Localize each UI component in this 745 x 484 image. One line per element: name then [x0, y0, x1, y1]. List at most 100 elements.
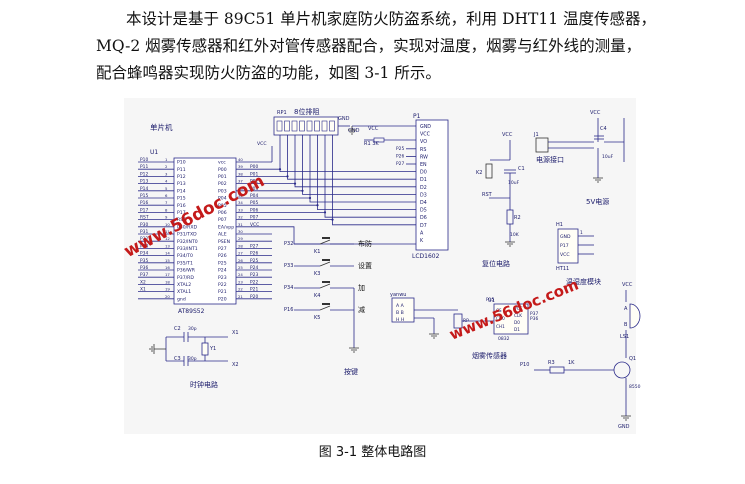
svg-text:10uF: 10uF — [602, 154, 614, 160]
mcu-pin-label: P02 — [218, 181, 227, 187]
svg-text:GND: GND — [618, 424, 630, 430]
lcd-net-label: P25 — [396, 146, 404, 152]
adc-pin-label: D1 — [514, 327, 520, 332]
lcd-net-label: P27 — [396, 161, 404, 167]
mcu-pin-number: 27 — [238, 251, 243, 256]
mcu-net-label: X2 — [140, 279, 146, 285]
key-ref: K4 — [314, 293, 320, 299]
mcu-pin-number: 21 — [238, 294, 243, 299]
svg-text:30p: 30p — [188, 356, 197, 362]
mcu-left-pins: P101P10P112P11P123P12P134P13P145P14P156P… — [138, 157, 198, 302]
mcu-net-label: P12 — [140, 171, 148, 177]
smoke-pin-label: B B — [396, 310, 404, 316]
mcu-net-label: P37 — [140, 272, 148, 278]
mcu-pin-label: P34/T0 — [177, 253, 193, 259]
mcu-net-label: P13 — [140, 179, 148, 185]
mcu-pin-label: P31/TXD — [177, 232, 197, 238]
svg-text:10K: 10K — [510, 232, 520, 238]
lcd-pin-label: VCC — [420, 132, 431, 138]
mcu-pin-label: P37/RD — [177, 275, 194, 281]
mcu-pin-number: 15 — [165, 258, 170, 263]
key-net: P34 — [284, 285, 293, 291]
mcu-pin-label: P21 — [218, 289, 227, 295]
mcu-pin-label: gnd — [177, 296, 186, 302]
mcu-pin-number: 22 — [238, 287, 243, 292]
mcu-pin-label: vcc — [218, 161, 226, 166]
dht-title: 温湿度模块 — [566, 277, 601, 286]
svg-text:LS1: LS1 — [620, 334, 629, 340]
svg-text:10uF: 10uF — [508, 180, 520, 186]
key-label: 减 — [358, 305, 365, 314]
mcu-pin-label: P16 — [177, 203, 186, 209]
dht-pin-number: 1 — [580, 230, 583, 236]
mcu-pin-number: 33 — [238, 207, 243, 212]
mcu-net-label: P20 — [250, 294, 258, 300]
lcd-pin-label: A — [420, 230, 424, 236]
mcu-net-label: P23 — [250, 272, 258, 278]
mcu-pin-number: 17 — [165, 272, 170, 277]
lcd-block: P1 GNDVCCVORSP25RWP26ENP27D0D1D2D3D4D5D6… — [338, 113, 449, 260]
respack-title: 8位排阻 — [294, 107, 319, 116]
mcu-net-label: P16 — [140, 200, 148, 206]
svg-text:P10: P10 — [520, 362, 529, 368]
svg-text:Y1: Y1 — [209, 346, 216, 352]
svg-text:30p: 30p — [188, 326, 197, 332]
svg-text:0832: 0832 — [498, 336, 510, 342]
intro-line-3: 配合蜂鸣器实现防火防盗的功能，如图 3-1 所示。 — [96, 64, 441, 82]
mcu-vcc-label: VCC — [257, 141, 267, 147]
mcu-pin-label: P14 — [177, 188, 186, 194]
intro-line-1: 本设计是基于 89C51 单片机家庭防火防盗系统，利用 DHT11 温度传感器， — [126, 10, 657, 28]
lcd-body — [415, 119, 449, 251]
svg-text:Q1: Q1 — [629, 356, 636, 362]
svg-text:B: B — [624, 322, 628, 328]
reset-title: 复位电路 — [482, 259, 510, 268]
lcd-pin-label: RW — [420, 154, 428, 160]
mcu-net-label: RST — [140, 215, 149, 221]
mcu-pin-label: P15 — [177, 196, 186, 202]
mcu-pin-number: 18 — [165, 279, 170, 284]
svg-text:yanwu: yanwu — [390, 292, 406, 298]
mcu-net-label: P33 — [140, 243, 148, 249]
mcu-pin-number: 19 — [165, 287, 170, 292]
mcu-pin-number: 34 — [238, 200, 243, 205]
mcu-pin-number: 23 — [238, 279, 243, 284]
clock-circuit: C2 30p X1 C3 30p X2 Y1 时钟电路 — [149, 326, 239, 389]
mcu-pin-label: P27 — [218, 246, 227, 252]
mcu-net-label: X1 — [140, 287, 146, 293]
mcu-pin-label: P33/INT1 — [177, 246, 198, 252]
mcu-title: 单片机 — [150, 122, 173, 132]
mcu-net-label: P22 — [250, 279, 258, 285]
adc-pin-label: CH1 — [496, 324, 505, 329]
intro-line-2: MQ-2 烟雾传感器和红外对管传感器配合，实现对温度，烟雾与红外线的测量， — [96, 37, 642, 55]
mcu-part: AT89S52 — [178, 308, 205, 315]
mcu-pin-number: 1 — [165, 157, 168, 162]
buzzer-circuit: VCC A B LS1 Q1 8550 P10 R3 1K GND — [520, 282, 641, 430]
mcu-pin-label: P13 — [177, 181, 186, 187]
power-circuit: J1 电源接口 VCC C4 10uF 5V电源 — [533, 110, 625, 206]
svg-text:K2: K2 — [476, 170, 482, 176]
smoke-sensor: yanwu A AB BH H RP U1 CSCH0CH1VCCCLKD0D1… — [390, 292, 538, 360]
key-ref: K3 — [314, 271, 320, 277]
svg-text:X2: X2 — [232, 362, 239, 368]
dht-pin-label: GND — [560, 234, 571, 240]
mcu-pin-number: 4 — [165, 179, 168, 184]
mcu-net-label: P00 — [250, 164, 258, 170]
lcd-pin-label: D4 — [420, 200, 427, 206]
key-net: P33 — [284, 263, 293, 269]
mcu-body — [173, 157, 237, 305]
mcu-pin-label: P11 — [177, 167, 186, 173]
mcu-pin-label: P17 — [177, 210, 186, 216]
mcu-pin-number: 20 — [165, 294, 170, 299]
svg-text:C4: C4 — [600, 126, 607, 132]
mcu-block: 单片机 U1 P101P10P112P11P123P12P134P13P145P… — [138, 122, 272, 315]
mcu-pin-label: ALE — [218, 232, 227, 238]
mcu-pin-number: 31 — [238, 222, 243, 227]
svg-text:VCC: VCC — [622, 282, 633, 288]
mcu-pin-number: 12 — [165, 236, 170, 241]
svg-text:VCC: VCC — [502, 132, 513, 138]
mcu-pin-number: 25 — [238, 265, 243, 270]
adc-pin-label: D0 — [514, 320, 520, 325]
mcu-pin-number: 35 — [238, 193, 243, 198]
